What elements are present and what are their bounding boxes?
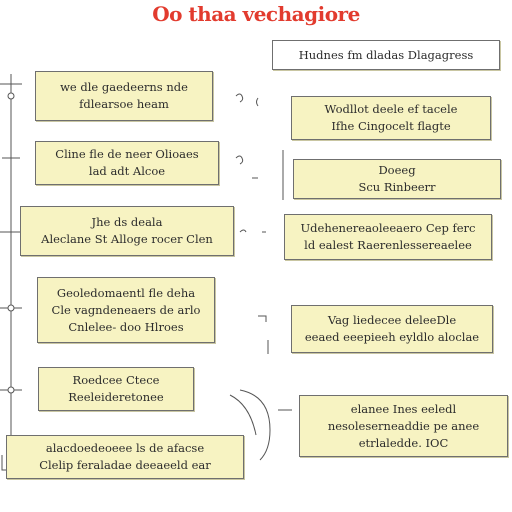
right-box-2: Doeeg Scu Rinbeerr [293, 159, 501, 199]
mid-curve-1 [239, 389, 271, 461]
left-box-6-line-1: alacdoedeoeee ls de afacse [45, 441, 205, 455]
right-box-1-line-1: Wodllot deele ef tacele [324, 102, 458, 116]
left-box-3: Jhe ds deala Aleclane St Alloge rocer Cl… [20, 206, 234, 256]
right-box-4: Vag liedecee deleeDle eeaed eeepieeh eyl… [291, 305, 493, 353]
left-box-5-line-1: Roedcee Ctece [72, 373, 160, 387]
mid-connector-5 [239, 229, 247, 233]
left-box-2-line-2: lad adt Alcoe [88, 164, 166, 178]
right-box-3-line-2: ld ealest Raerenlessereaelee [304, 238, 472, 252]
mid-connector-2 [256, 97, 259, 107]
left-box-2: Cline fle de neer Olioaes lad adt Alcoe [35, 141, 219, 185]
mid-connector-3 [235, 155, 244, 165]
left-box-2-line-1: Cline fle de neer Olioaes [55, 147, 199, 161]
left-box-3-line-2: Aleclane St Alloge rocer Clen [41, 232, 213, 246]
diagram-title: Oo thaa vechagiore [152, 2, 360, 26]
right-box-3: Udehenereaoleeaero Cep ferc ld ealest Ra… [284, 214, 492, 260]
left-node-3 [7, 386, 15, 394]
right-box-5: elanee Ines eeledl nesoleserneaddie pe a… [299, 395, 508, 457]
right-box-2-line-1: Doeeg [378, 163, 416, 177]
right-box-1: Wodllot deele ef tacele Ifhe Cingocelt f… [291, 96, 491, 140]
left-node-2 [7, 304, 15, 312]
right-box-4-line-2: eeaed eeepieeh eyldlo aloclae [304, 330, 480, 344]
left-box-1-line-2: fdlearsoe heam [79, 97, 169, 111]
right-box-2-line-2: Scu Rinbeerr [358, 180, 436, 194]
right-box-3-line-1: Udehenereaoleeaero Cep ferc [300, 221, 476, 235]
right-box-4-line-1: Vag liedecee deleeDle [327, 313, 457, 327]
right-box-1-line-2: Ifhe Cingocelt flagte [331, 119, 451, 133]
mid-connector-7 [258, 315, 267, 322]
mid-connector-1 [235, 93, 244, 103]
left-box-5-line-2: Reeleideretonee [68, 390, 164, 404]
left-box-4: Geoledomaentl fle deha Cle vagndeneaers … [37, 277, 215, 343]
left-box-4-line-2: Cle vagndeneaers de arlo [51, 302, 201, 317]
header-box-right-line-1: Hudnes fm dladas Dlagagress [298, 47, 474, 62]
left-node-1 [7, 92, 15, 100]
left-box-1-line-1: we dle gaedeerns nde [60, 80, 188, 94]
right-box-5-line-3: etrlaledde. IOC [358, 435, 449, 450]
left-box-6-line-2: Clelip feraladae deeaeeld ear [39, 458, 211, 472]
mid-curve-2 [229, 394, 257, 436]
left-box-5: Roedcee Ctece Reeleideretonee [38, 367, 194, 411]
header-box-right: Hudnes fm dladas Dlagagress [272, 40, 500, 70]
right-box-5-line-2: nesoleserneaddie pe anee [327, 418, 480, 433]
right-box-5-line-1: elanee Ines eeledl [350, 401, 457, 416]
left-box-4-line-1: Geoledomaentl fle deha [56, 285, 196, 300]
left-box-6: alacdoedeoeee ls de afacse Clelip ferala… [6, 435, 244, 479]
left-box-4-line-3: Cnlelee- doo Hlroes [68, 319, 184, 334]
left-box-3-line-1: Jhe ds deala [91, 215, 163, 229]
left-box-1: we dle gaedeerns nde fdlearsoe heam [35, 71, 213, 121]
